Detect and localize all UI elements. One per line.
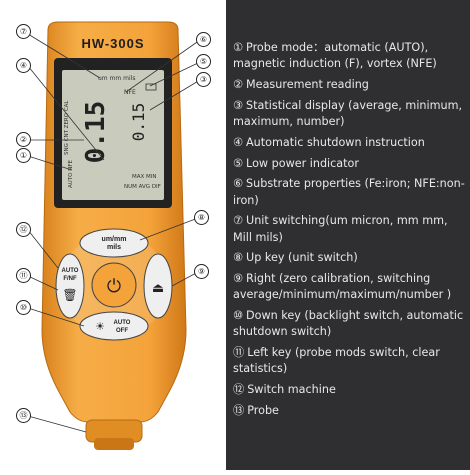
trash-icon: 🗑 [62,288,77,302]
lcd-main-reading: 0.15 [81,101,111,164]
svg-text:mils: mils [107,244,121,251]
callout-10: ⑩ [16,300,31,315]
left-key[interactable] [55,253,85,319]
callout-5: ⑤ [196,54,211,69]
svg-text:F/NF: F/NF [63,276,77,282]
callout-9: ⑨ [194,264,209,279]
backlight-icon: ☀ [95,321,105,333]
callout-3: ③ [196,72,211,87]
lcd-screen [62,70,164,200]
product-illustration: HW-300S um mm mils NFE SNG CNT ZERO CAL … [0,0,226,470]
up-key[interactable] [79,228,149,258]
down-key-label: AUTO [114,320,131,326]
svg-text:OFF: OFF [116,328,128,334]
zero-cal-icon: ⏏ [152,280,164,295]
lcd-secondary-reading: 0.15 [129,103,148,142]
callout-2: ② [16,132,31,147]
callout-12: ⑫ [16,222,31,237]
left-key-label: AUTO [62,268,79,274]
power-icon: ⏻ [107,276,121,296]
up-key-label: um/mm [102,236,127,243]
callout-6: ⑥ [196,32,211,47]
lcd-nfe: NFE [124,89,136,96]
model-label: HW-300S [81,36,144,51]
callout-11: ⑪ [16,268,31,283]
thickness-gauge-device: HW-300S um mm mils NFE SNG CNT ZERO CAL … [27,21,201,450]
legend-panel [226,0,470,470]
lcd-stats-1: MAX MIN [132,174,157,180]
lcd-units: um mm mils [98,75,135,82]
down-key[interactable] [79,311,149,341]
callout-4: ④ [16,58,31,73]
lcd-stats-2: NUM AVG DIF [124,184,161,190]
callout-7: ⑦ [16,24,31,39]
callout-1: ① [16,148,31,163]
battery-icon [145,83,157,91]
lcd-probe-mode: AUTO NFE [68,159,74,188]
callout-13: ⑬ [16,408,31,423]
callout-8: ⑧ [194,210,209,225]
power-button[interactable] [91,262,137,308]
lcd-mode-row: SNG CNT ZERO CAL [64,100,70,155]
callout-lines [27,33,201,433]
